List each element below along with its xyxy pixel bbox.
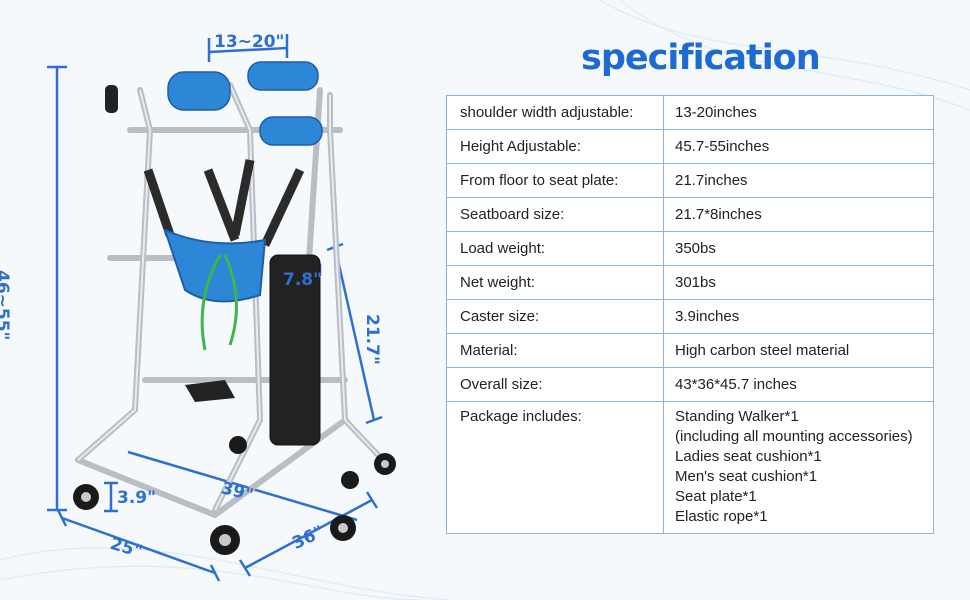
spec-key: Overall size:	[446, 367, 664, 402]
spec-table: shoulder width adjustable:13-20inches He…	[446, 95, 934, 534]
caster-wheels	[73, 436, 396, 555]
shoulder-pads	[167, 61, 323, 146]
spec-key: Net weight:	[446, 265, 664, 300]
table-row: Material:High carbon steel material	[446, 333, 934, 368]
spec-key: Seatboard size:	[446, 197, 664, 232]
total-height-label: 46~55"	[0, 270, 12, 341]
table-row: Seatboard size:21.7*8inches	[446, 197, 934, 232]
walker-illustration	[47, 34, 396, 582]
seat-width-label: 7.8"	[283, 270, 322, 290]
package-item: Men's seat cushion*1	[675, 468, 818, 485]
package-item: Elastic rope*1	[675, 508, 768, 525]
spec-value: 13-20inches	[663, 95, 934, 130]
table-row: Height Adjustable:45.7-55inches	[446, 129, 934, 164]
package-item: (including all mounting accessories)	[675, 428, 913, 445]
dimension-lines	[47, 34, 383, 582]
seat-board	[269, 254, 321, 446]
spec-key: Caster size:	[446, 299, 664, 334]
spec-value: 43*36*45.7 inches	[663, 367, 934, 402]
seat-height-label: 21.7"	[362, 314, 382, 365]
spec-key: Load weight:	[446, 231, 664, 266]
package-row: Package includes: Standing Walker*1 (inc…	[446, 401, 934, 534]
spec-key: Material:	[446, 333, 664, 368]
table-row: shoulder width adjustable:13-20inches	[446, 95, 934, 130]
table-row: Load weight:350bs	[446, 231, 934, 266]
spec-value: 301bs	[663, 265, 934, 300]
table-row: Overall size:43*36*45.7 inches	[446, 367, 934, 402]
spec-value: 21.7*8inches	[663, 197, 934, 232]
package-key: Package includes:	[446, 401, 664, 534]
package-item: Seat plate*1	[675, 488, 757, 505]
spec-key: Height Adjustable:	[446, 129, 664, 164]
shoulder-width-label: 13~20"	[214, 32, 285, 52]
spec-value: 21.7inches	[663, 163, 934, 198]
caster-label: 3.9"	[117, 488, 156, 508]
spec-value: High carbon steel material	[663, 333, 934, 368]
package-item: Standing Walker*1	[675, 408, 799, 425]
spec-value: 3.9inches	[663, 299, 934, 334]
spec-value: 45.7-55inches	[663, 129, 934, 164]
page-title: specification	[581, 38, 821, 78]
table-row: From floor to seat plate:21.7inches	[446, 163, 934, 198]
spec-key: From floor to seat plate:	[446, 163, 664, 198]
table-row: Caster size:3.9inches	[446, 299, 934, 334]
table-row: Net weight:301bs	[446, 265, 934, 300]
package-list: Standing Walker*1 (including all mountin…	[663, 401, 934, 534]
package-item: Ladies seat cushion*1	[675, 448, 822, 465]
spec-key: shoulder width adjustable:	[446, 95, 664, 130]
spec-value: 350bs	[663, 231, 934, 266]
